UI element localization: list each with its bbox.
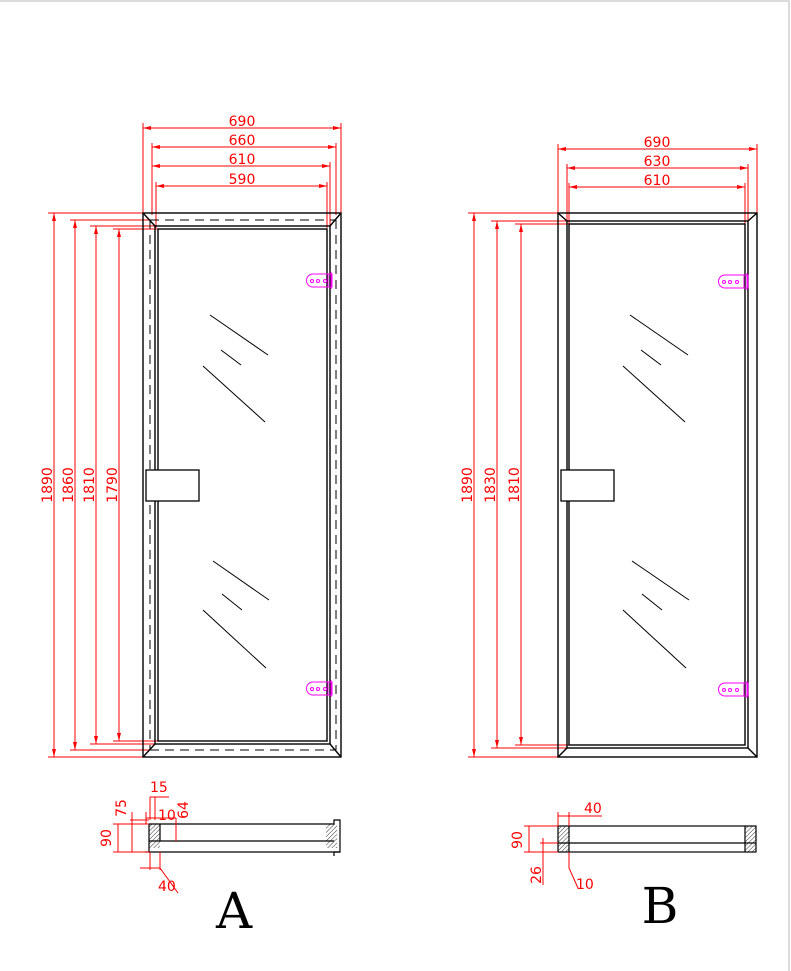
door-a-width-arrows — [143, 126, 341, 188]
section-a-dim-40: 40 — [158, 879, 176, 895]
door-b-glass-lines — [622, 314, 690, 669]
section-a-dim-64: 64 — [176, 801, 192, 819]
door-b-hinge-top — [718, 273, 749, 290]
door-a-hinge-top — [306, 272, 333, 289]
door-a-width-dimensions — [142, 123, 342, 228]
section-b-dim-26: 26 — [529, 866, 545, 884]
door-a-label: A — [215, 882, 253, 940]
door-b-section: 40 90 26 10 — [510, 801, 757, 893]
door-b-height-1830: 1830 — [483, 467, 499, 503]
door-b-width-610: 610 — [644, 173, 671, 189]
door-a-height-dimensions — [48, 212, 158, 758]
door-b-width-690: 690 — [644, 135, 671, 151]
door-b-height-arrows — [472, 213, 523, 757]
door-a-height-1810: 1810 — [82, 467, 98, 503]
door-b-height-1810: 1810 — [507, 467, 523, 503]
door-a-width-610: 610 — [229, 152, 256, 168]
door-a-hinge-bottom — [306, 680, 333, 697]
door-a-height-1890: 1890 — [40, 467, 56, 503]
door-b-width-dimensions — [557, 144, 758, 224]
section-b-dim-90: 90 — [510, 831, 526, 849]
door-b-label: B — [642, 877, 679, 935]
door-b-width-630: 630 — [644, 154, 671, 170]
section-b-dim-10: 10 — [576, 877, 594, 893]
door-a-handle — [145, 469, 200, 502]
door-a-section: 15 10 64 75 90 40 — [99, 780, 341, 895]
door-b-height-1890: 1890 — [460, 467, 476, 503]
door-b-height-dimensions — [468, 212, 569, 758]
section-b-dim-40: 40 — [584, 801, 602, 817]
door-a-height-arrows — [52, 213, 121, 757]
door-a: 690 660 610 590 1890 1860 1810 179 — [40, 114, 342, 940]
section-a-dim-90: 90 — [99, 829, 115, 847]
door-b: 690 630 610 1890 1830 1810 — [460, 135, 758, 935]
door-b-handle — [560, 469, 615, 502]
door-a-hidden-lines — [149, 219, 337, 751]
door-a-width-690: 690 — [229, 114, 256, 130]
door-a-height-1790: 1790 — [105, 467, 121, 503]
door-a-width-660: 660 — [229, 133, 256, 149]
door-b-hinge-bottom — [718, 681, 749, 698]
door-b-width-arrows — [558, 147, 757, 189]
door-a-glass-lines — [202, 314, 270, 669]
door-a-height-1860: 1860 — [61, 467, 77, 503]
section-a-dim-75: 75 — [114, 799, 130, 817]
section-a-dim-10: 10 — [158, 808, 176, 824]
door-a-width-590: 590 — [229, 172, 256, 188]
section-a-dim-15: 15 — [150, 780, 168, 796]
